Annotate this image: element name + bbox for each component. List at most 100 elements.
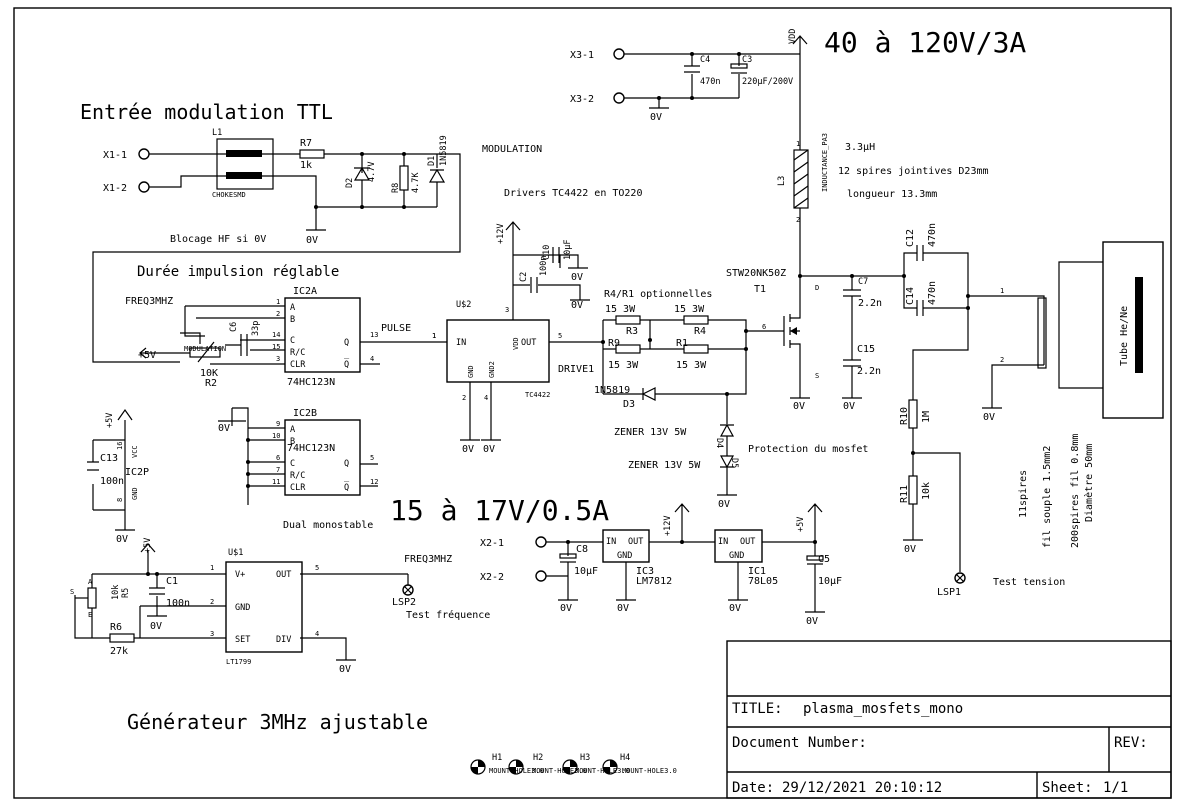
- test-point-lsp2: LSP2: [392, 574, 416, 608]
- resistor-r7: R7 1k: [299, 138, 325, 171]
- svg-text:10: 10: [272, 432, 280, 440]
- svg-text:CLR: CLR: [290, 483, 306, 493]
- svg-text:0V: 0V: [983, 412, 995, 423]
- svg-text:MOUNT-HOLE3.0: MOUNT-HOLE3.0: [622, 767, 677, 775]
- svg-text:GND: GND: [467, 365, 475, 378]
- driver-tc4422: U$2 TC4422 IN OUT VDD GND GND2 1 3 5 2 4: [432, 300, 562, 402]
- test-point-lsp1: LSP1: [937, 572, 966, 598]
- pin-gate-6: 6: [762, 323, 766, 331]
- inductor-l3: 1 2 L3 INDUCTANCE_PA3: [777, 133, 853, 290]
- svg-text:4: 4: [484, 394, 488, 402]
- svg-text:D4: D4: [714, 438, 724, 448]
- capacitor-c6: C6 33p: [225, 321, 261, 356]
- svg-text:0V: 0V: [617, 603, 629, 614]
- svg-text:CHOKESMD: CHOKESMD: [212, 191, 246, 199]
- svg-text:5: 5: [558, 332, 562, 340]
- plasma-tube: Tube He/Ne: [1058, 241, 1164, 419]
- svg-text:R11: R11: [899, 485, 910, 503]
- svg-text:C7: C7: [858, 277, 868, 287]
- note-test-tension: Test tension: [993, 577, 1065, 588]
- net-p12-supply: +12V: [663, 516, 673, 536]
- svg-text:1: 1: [210, 564, 214, 572]
- capacitor-c5: C5 10µF 0V: [806, 554, 842, 627]
- svg-text:R8: R8: [391, 183, 401, 193]
- svg-text:0V: 0V: [843, 401, 855, 412]
- svg-text:OUT: OUT: [521, 338, 536, 348]
- svg-text:74HC123N: 74HC123N: [287, 377, 335, 388]
- note-inductance-value: 3.3µH: [845, 142, 875, 153]
- net-p5-supply: +5V: [796, 517, 806, 532]
- svg-text:1N5819: 1N5819: [439, 135, 449, 166]
- svg-text:3: 3: [276, 355, 280, 363]
- resistor-r8: R8 4.7K: [391, 154, 421, 207]
- svg-text:IN: IN: [606, 537, 616, 547]
- svg-text:C3: C3: [742, 55, 752, 65]
- svg-text:0V: 0V: [150, 621, 162, 632]
- svg-text:DIV: DIV: [276, 635, 291, 645]
- svg-text:VCC: VCC: [131, 445, 139, 458]
- svg-text:+5V: +5V: [138, 350, 156, 361]
- pin-in-1: 1: [432, 332, 436, 340]
- svg-text:L3: L3: [777, 176, 787, 186]
- potentiometer-r5: A S E R5 10k: [70, 578, 131, 619]
- heading-modulation: Entrée modulation TTL: [80, 100, 333, 124]
- svg-text:MOUNT-HOLE3.0: MOUNT-HOLE3.0: [489, 767, 544, 775]
- svg-text:2: 2: [276, 310, 280, 318]
- svg-text:470n: 470n: [927, 281, 938, 305]
- title-block: TITLE: plasma_mosfets_mono Document Numb…: [726, 640, 1172, 799]
- resistor-r11: R11 10k: [899, 475, 932, 505]
- svg-text:R/C: R/C: [290, 471, 305, 481]
- note-dual-monostable: Dual monostable: [283, 520, 373, 531]
- svg-text:D5: D5: [729, 458, 739, 468]
- heading-generator: Générateur 3MHz ajustable: [127, 710, 428, 734]
- svg-text:H2: H2: [533, 753, 543, 763]
- svg-text:4.7V: 4.7V: [367, 162, 377, 182]
- svg-text:A: A: [88, 578, 93, 586]
- resistor-r1: R1 15 3W: [676, 338, 709, 371]
- svg-text:U$2: U$2: [456, 300, 471, 310]
- svg-text:LSP1: LSP1: [937, 587, 961, 598]
- svg-text:+5V: +5V: [105, 413, 115, 428]
- ic2p-power: +5V IC2P VCC 16 GND 8 C13 100n 0V: [87, 408, 149, 545]
- svg-text:3: 3: [210, 630, 214, 638]
- note-protection: Protection du mosfet: [748, 444, 868, 455]
- svg-text:E: E: [88, 611, 92, 619]
- svg-text:C1: C1: [166, 576, 178, 587]
- svg-text:B: B: [290, 437, 295, 447]
- svg-text:IC2A: IC2A: [293, 286, 317, 297]
- svg-text:10k: 10k: [921, 482, 932, 500]
- net-freq-label: FREQ3MHZ: [125, 296, 173, 307]
- svg-text:10µF: 10µF: [563, 240, 573, 260]
- svg-text:IN: IN: [456, 338, 466, 348]
- ic2a-monostable: IC2A 74HC123N A B C R/C CLR Q Q̅ 1 2 14 …: [272, 286, 378, 388]
- note-drivers: Drivers TC4422 en TO220: [504, 188, 642, 199]
- heading-supply-lv: 15 à 17V/0.5A: [390, 494, 609, 527]
- svg-text:0V: 0V: [306, 235, 318, 246]
- gnd-t1: 0V: [793, 401, 805, 412]
- gnd-x3: 0V: [650, 112, 662, 123]
- svg-text:GND: GND: [729, 551, 744, 561]
- net-drive-label: DRIVE1: [558, 364, 594, 375]
- gnd-zener: 0V: [718, 499, 730, 510]
- svg-text:C10: C10: [542, 245, 552, 260]
- svg-text:6: 6: [276, 454, 280, 462]
- mosfet-t1: STW20NK50Z T1 D S: [726, 268, 819, 398]
- svg-text:A: A: [290, 303, 295, 313]
- svg-text:10µF: 10µF: [818, 576, 842, 587]
- potentiometer-r2: 10K R2: [180, 341, 221, 389]
- svg-text:STW20NK50Z: STW20NK50Z: [726, 268, 786, 279]
- svg-text:0V: 0V: [571, 272, 583, 283]
- svg-text:C6: C6: [229, 322, 239, 332]
- svg-text:H1: H1: [492, 753, 502, 763]
- svg-text:D2: D2: [345, 178, 355, 188]
- capacitor-c7: C7 2.2n: [843, 277, 882, 360]
- svg-text:27k: 27k: [110, 646, 128, 657]
- mount-holes: H1 H2 H3 H4 MOUNT-HOLE3.0 MOUNT-HOLE3.0 …: [470, 753, 677, 775]
- svg-text:8: 8: [116, 498, 124, 502]
- svg-text:MOUNT-HOLE3.0: MOUNT-HOLE3.0: [532, 767, 587, 775]
- svg-text:Q̅: Q̅: [344, 358, 350, 370]
- note-modulation: MODULATION: [482, 144, 542, 155]
- svg-text:74HC123N: 74HC123N: [287, 443, 335, 454]
- svg-text:13: 13: [370, 331, 378, 339]
- gnd-lt1799: 0V: [339, 664, 351, 675]
